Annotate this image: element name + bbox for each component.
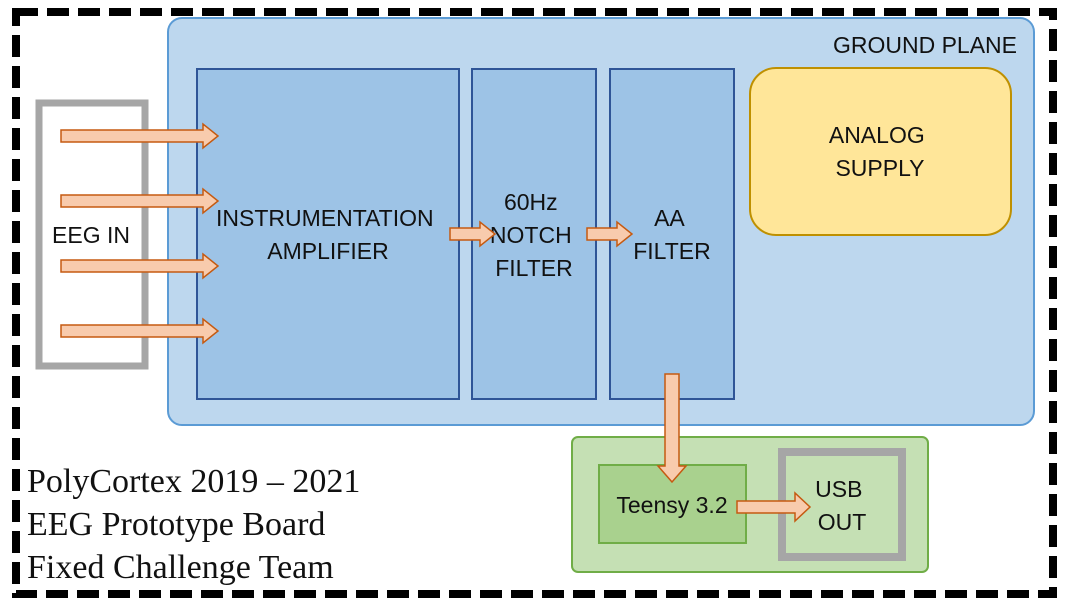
eeg-input-arrow-4 [60, 317, 220, 345]
board-outline [12, 8, 1057, 598]
eeg-input-arrow-2 [60, 187, 220, 215]
eeg-input-arrow-3 [60, 252, 220, 280]
analog-supply-label: ANALOG SUPPLY [829, 122, 931, 181]
eeg-in-frame [35, 99, 149, 370]
instrumentation-amplifier-block [196, 68, 460, 400]
ground-plane-label: GROUND PLANE [833, 32, 1017, 58]
teensy-label: Teensy 3.2 [616, 492, 727, 518]
aa-filter-label: AA FILTER [633, 205, 711, 264]
usb-out-label: USB OUT [815, 476, 869, 535]
notch-filter-label: 60Hz NOTCH FILTER [490, 189, 578, 281]
notch-to-aa-arrow [586, 220, 634, 248]
analog-supply-block [749, 67, 1012, 236]
caption: PolyCortex 2019 – 2021 EEG Prototype Boa… [27, 463, 369, 586]
amp-to-notch-arrow [449, 220, 497, 248]
eeg-in-label: EEG IN [52, 222, 130, 248]
eeg-input-arrow-1 [60, 122, 220, 150]
teensy-to-usb-arrow [736, 491, 812, 523]
aa-to-teensy-arrow [656, 373, 688, 484]
instrumentation-amplifier-label: INSTRUMENTATION AMPLIFIER [216, 205, 440, 264]
